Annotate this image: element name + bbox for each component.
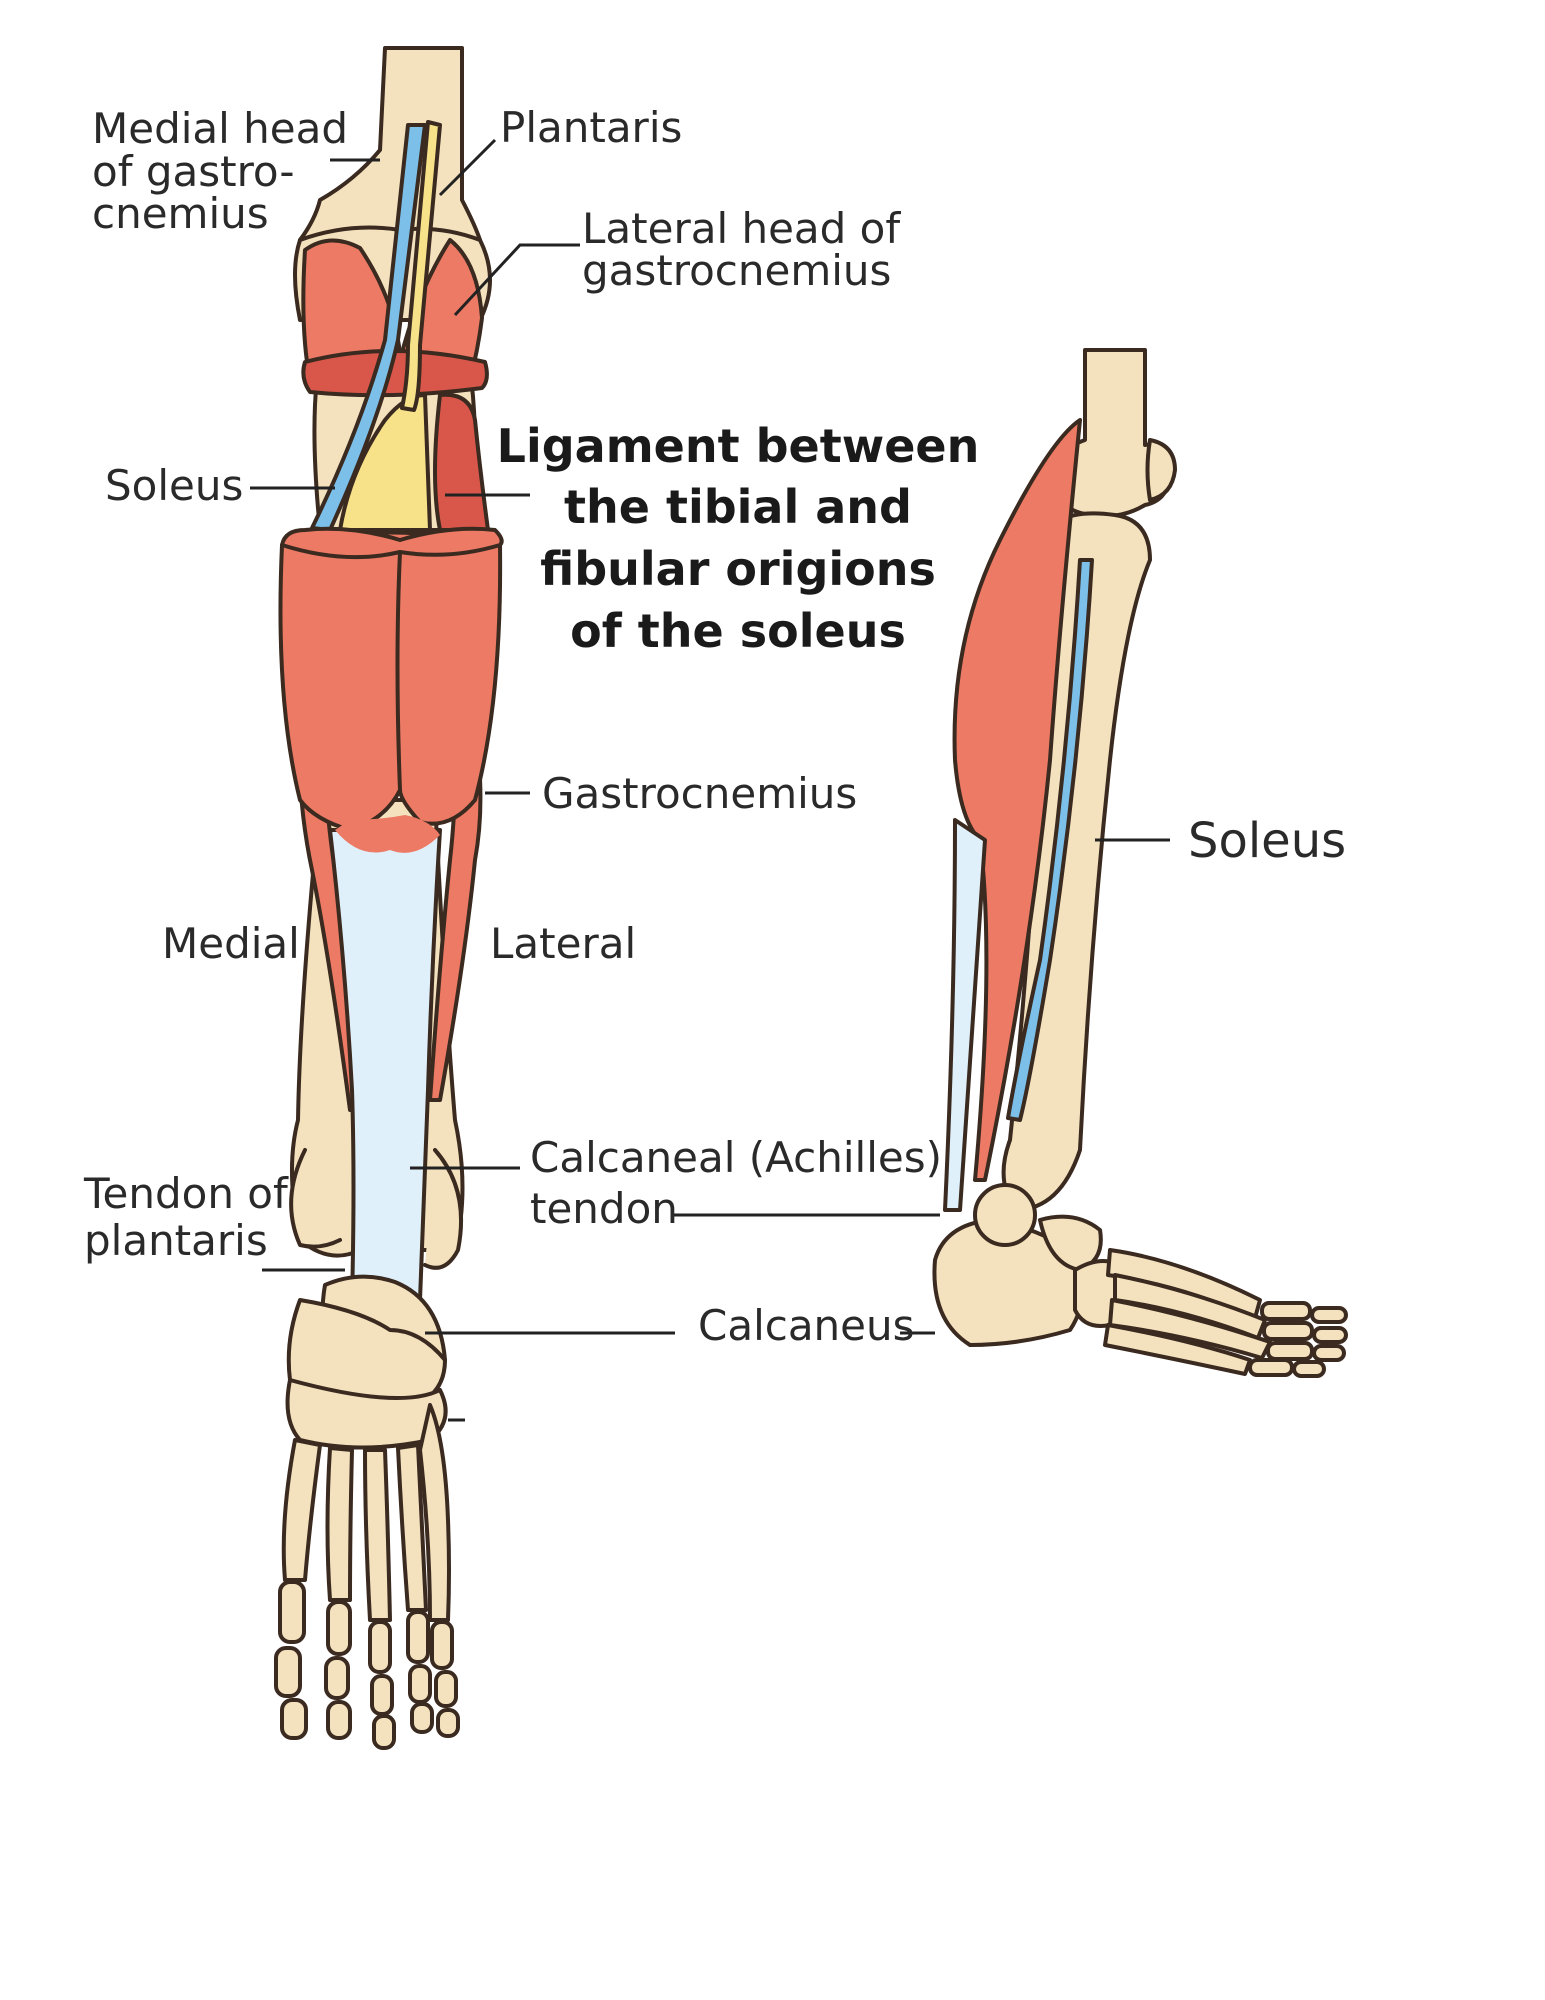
navicular — [1038, 1214, 1103, 1272]
label-soleus-right: Soleus — [1188, 813, 1346, 869]
gastrocnemius-cut-band — [301, 349, 489, 398]
label-lateral-head-line1: Lateral head of — [582, 204, 901, 253]
label-gastrocnemius: Gastrocnemius — [542, 769, 857, 818]
patella — [1145, 438, 1177, 502]
malleolus-lateral — [423, 1148, 464, 1270]
label-ligament-line4: of the soleus — [570, 604, 906, 658]
gastrocnemius-fringe — [335, 815, 440, 853]
label-ligament-line2: the tibial and — [564, 480, 912, 534]
talus — [973, 1183, 1037, 1247]
label-plantaris: Plantaris — [500, 103, 682, 152]
tendon-lateral — [943, 818, 987, 1212]
posterior-view — [274, 46, 504, 1750]
label-medial-head-line1: Medial head — [92, 104, 348, 153]
label-lateral-head-line2: gastrocnemius — [582, 246, 891, 295]
metatarsals-posterior — [281, 1403, 451, 1622]
leader-lines — [250, 138, 1170, 1422]
label-ligament-line3: fibular origions — [540, 542, 936, 596]
gastrocnemius-top — [280, 526, 504, 560]
label-medial: Medial — [162, 919, 300, 968]
plantaris-yellow-strip — [400, 120, 442, 412]
label-tendon-plantaris-line2: plantaris — [84, 1216, 268, 1265]
soleus-lateral-part — [433, 392, 490, 532]
gastrocnemius-belly — [278, 530, 503, 832]
label-calcaneal-line1: Calcaneal (Achilles) — [530, 1133, 942, 1182]
label-ligament-line1: Ligament between — [497, 419, 980, 473]
label-calcaneal-line2: tendon — [530, 1184, 678, 1233]
metatarsals-lateral — [1103, 1248, 1272, 1376]
label-calcaneus: Calcaneus — [698, 1301, 915, 1350]
text-labels: Medial head of gastro- cnemius Plantaris… — [83, 103, 1346, 1350]
gastrocnemius-seam — [395, 550, 402, 792]
label-medial-head-line3: cnemius — [92, 189, 269, 238]
label-soleus-left: Soleus — [105, 461, 243, 510]
label-tendon-plantaris-line1: Tendon of — [83, 1169, 289, 1218]
lateral-view — [932, 348, 1348, 1378]
fibula-blue-line — [1006, 558, 1094, 1122]
malleolus-medial — [289, 1148, 342, 1249]
label-medial-head-line2: of gastro- — [92, 147, 295, 196]
phalanges-posterior — [274, 1580, 460, 1750]
label-lateral: Lateral — [490, 919, 636, 968]
phalanges-lateral — [1248, 1301, 1348, 1378]
soleus-lateral-muscle — [952, 418, 1082, 1182]
